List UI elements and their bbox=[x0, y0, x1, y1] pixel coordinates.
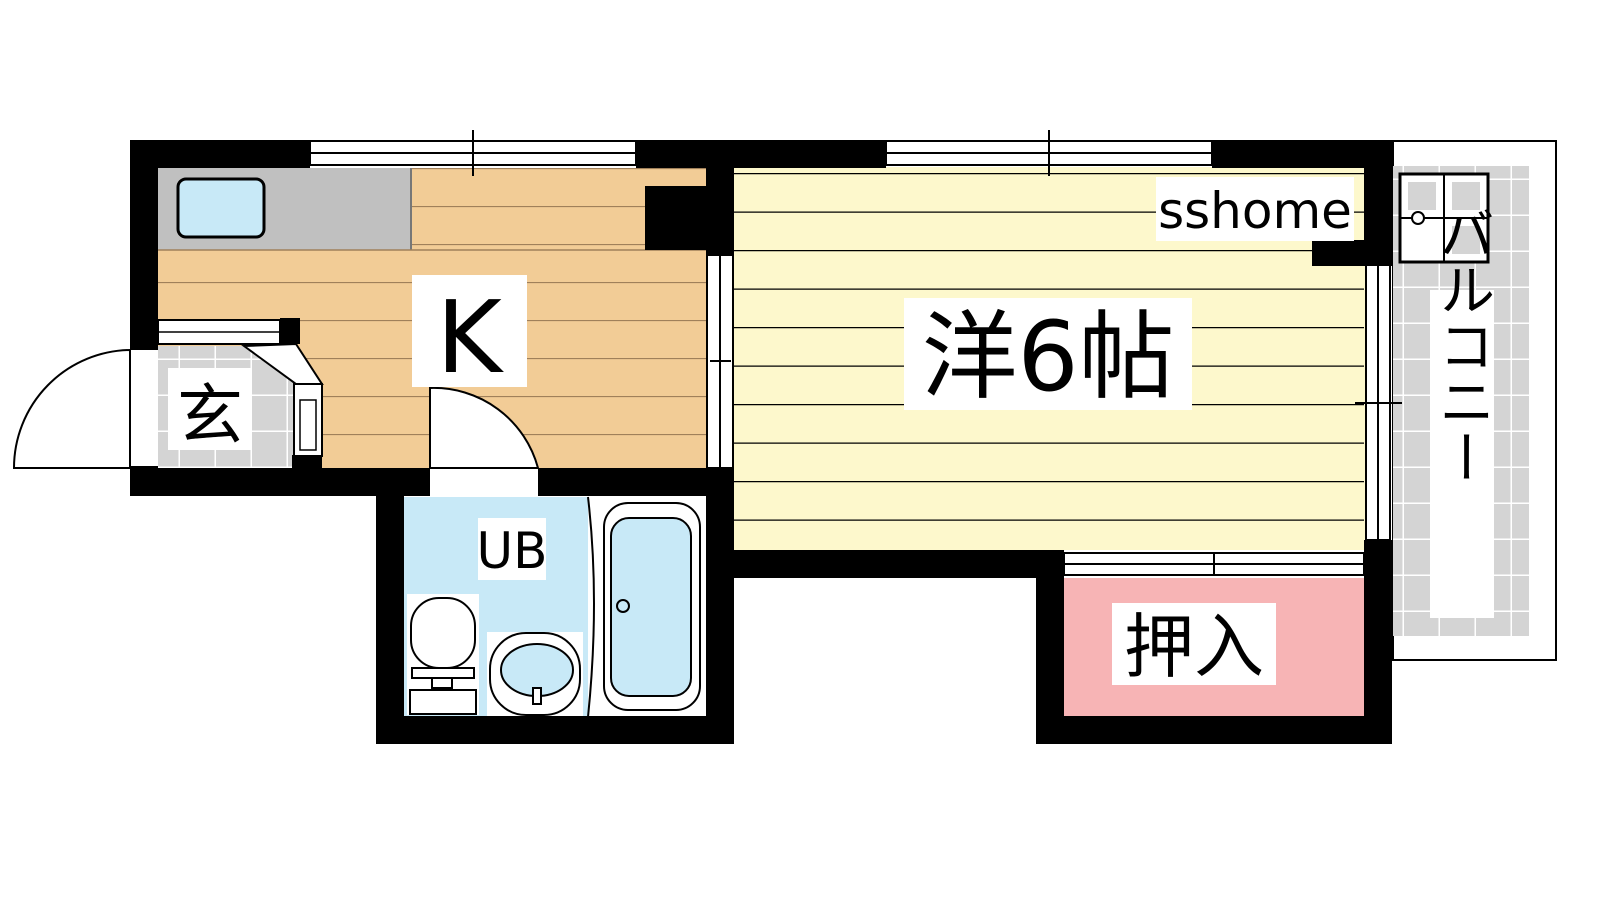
walls bbox=[130, 140, 1392, 744]
shoe-shelf bbox=[157, 319, 324, 457]
balcony-window bbox=[1355, 264, 1402, 541]
washbasin-icon bbox=[487, 632, 583, 716]
bathtub-icon bbox=[587, 496, 706, 718]
balcony-label: バルコニー bbox=[1430, 205, 1495, 485]
closet-doors bbox=[1063, 552, 1365, 576]
sliding-door-kitchen bbox=[706, 254, 734, 469]
aircon-outdoor-unit-icon bbox=[1398, 172, 1490, 264]
watermark-label: sshome bbox=[1158, 182, 1352, 240]
entrance-door bbox=[12, 349, 131, 469]
kitchen-counter bbox=[158, 168, 706, 251]
kitchen-label: K bbox=[436, 279, 504, 396]
western-room-label: 洋6帖 bbox=[921, 301, 1174, 413]
bath-label: UB bbox=[477, 522, 548, 580]
sink-icon bbox=[176, 177, 266, 239]
bath-door bbox=[429, 386, 540, 496]
window-room-top bbox=[885, 130, 1213, 176]
toilet-icon bbox=[407, 594, 479, 715]
window-kitchen-top bbox=[309, 130, 637, 176]
entrance-label: 玄 bbox=[177, 377, 243, 454]
closet-label: 押入 bbox=[1124, 606, 1264, 688]
